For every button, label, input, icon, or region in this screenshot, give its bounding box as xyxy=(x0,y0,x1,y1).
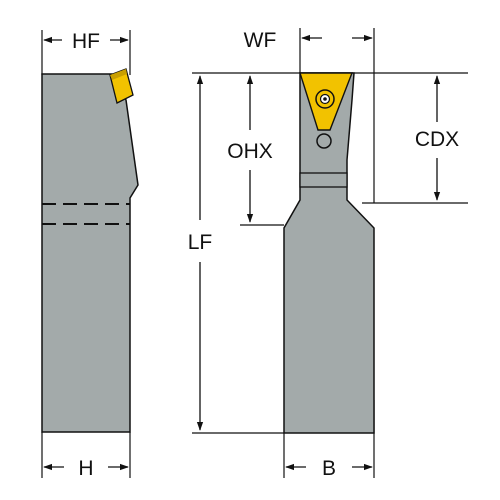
clamp-groove xyxy=(299,172,348,188)
clamp-hole xyxy=(316,133,332,149)
lf-label: LF xyxy=(188,231,213,254)
ohx-label: OHX xyxy=(227,140,273,163)
side-insert-top-face xyxy=(110,69,127,80)
front-view: WF LF OHX CDX B xyxy=(188,28,468,480)
b-label: B xyxy=(322,457,336,480)
h-label: H xyxy=(78,457,93,480)
hf-label: HF xyxy=(72,30,100,53)
wf-label: WF xyxy=(244,29,277,52)
front-holder-body xyxy=(283,72,375,434)
screw-icon xyxy=(315,89,335,109)
side-view: HF H xyxy=(41,30,139,480)
side-shank xyxy=(41,73,139,433)
cdx-label: CDX xyxy=(415,128,459,151)
